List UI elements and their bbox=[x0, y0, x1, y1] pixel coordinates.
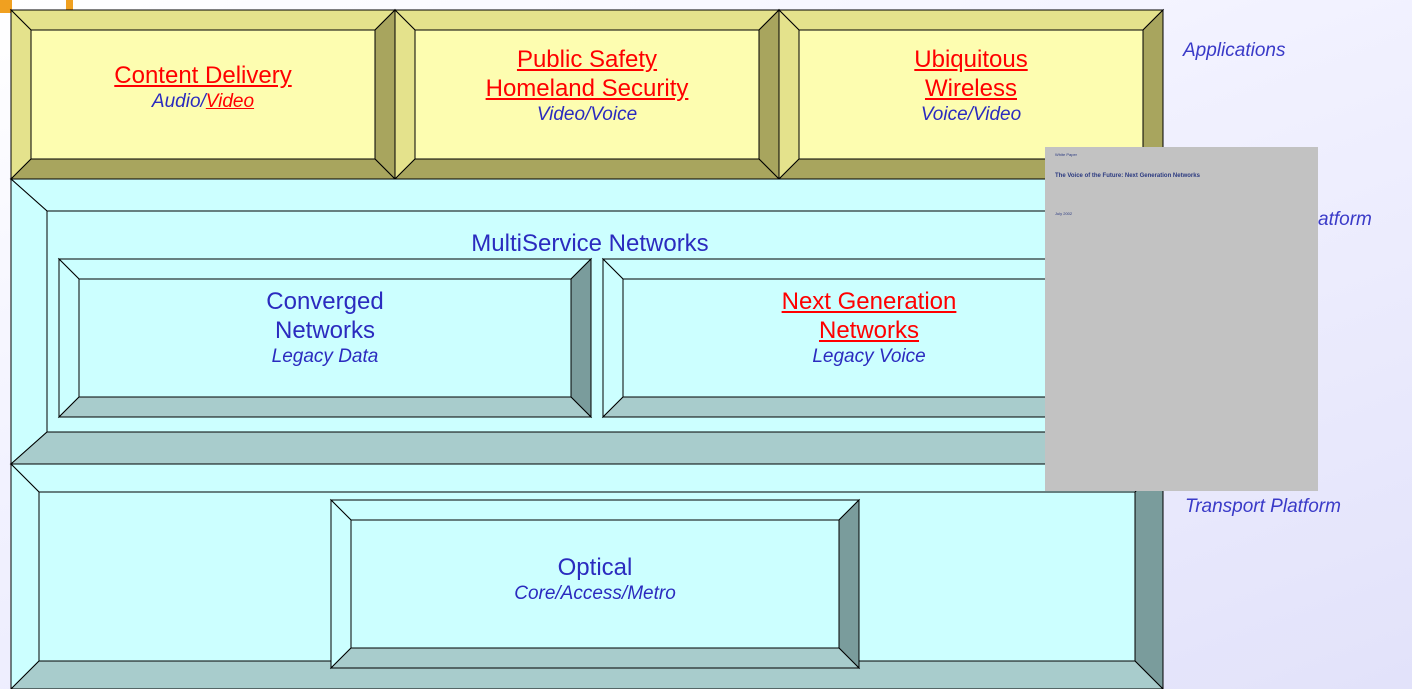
ubiquitous-link-line1[interactable]: Ubiquitous bbox=[914, 46, 1028, 73]
nextgen-link-line2[interactable]: Networks bbox=[818, 316, 920, 344]
converged-sub: Legacy Data bbox=[271, 345, 379, 367]
optical-sub: Core/Access/Metro bbox=[514, 582, 676, 604]
white-paper-thumbnail[interactable]: White Paper The Voice of the Future: Nex… bbox=[1045, 147, 1318, 491]
side-label-applications: Applications bbox=[1183, 40, 1286, 61]
app-box-ubiquitous-wireless[interactable] bbox=[777, 8, 1165, 181]
app-box-public-safety[interactable] bbox=[393, 8, 781, 181]
converged-label: Converged Networks Legacy Data bbox=[79, 288, 571, 368]
public-safety-label: Public Safety Homeland Security Video/Vo… bbox=[415, 46, 759, 126]
content-delivery-sub: Audio/Video bbox=[151, 90, 255, 112]
side-label-transport: Transport Platform bbox=[1185, 496, 1341, 517]
content-delivery-link[interactable]: Content Delivery bbox=[114, 62, 292, 89]
optical-label: Optical Core/Access/Metro bbox=[351, 554, 839, 606]
optical-title: Optical bbox=[557, 554, 633, 581]
video-link[interactable]: Video bbox=[205, 90, 255, 112]
converged-networks-box[interactable] bbox=[57, 257, 593, 419]
nextgen-sub: Legacy Voice bbox=[812, 345, 926, 367]
converged-line2: Networks bbox=[274, 316, 376, 344]
public-safety-link-line1[interactable]: Public Safety bbox=[516, 46, 658, 73]
multiservice-title: MultiService Networks bbox=[471, 230, 709, 257]
white-paper-kicker: White Paper bbox=[1055, 152, 1078, 157]
ubiquitous-link-line2[interactable]: Wireless bbox=[924, 74, 1017, 102]
ubiquitous-wireless-label: Ubiquitous Wireless Voice/Video bbox=[799, 46, 1143, 126]
orange-corner-accent bbox=[0, 0, 12, 13]
public-safety-link-line2[interactable]: Homeland Security bbox=[485, 74, 689, 102]
side-label-platform: atform bbox=[1318, 209, 1372, 230]
converged-line1: Converged bbox=[266, 288, 384, 315]
public-safety-sub: Video/Voice bbox=[536, 103, 638, 125]
optical-box[interactable] bbox=[329, 498, 861, 670]
nextgen-link-line1[interactable]: Next Generation bbox=[781, 288, 957, 315]
ubiquitous-sub: Voice/Video bbox=[920, 103, 1022, 125]
white-paper-date: July 2002 bbox=[1055, 211, 1073, 216]
app-box-content-delivery[interactable] bbox=[9, 8, 397, 181]
content-delivery-label: Content Delivery Audio/Video bbox=[31, 62, 375, 114]
nextgen-label: Next Generation Networks Legacy Voice bbox=[623, 288, 1115, 368]
white-paper-title: The Voice of the Future: Next Generation… bbox=[1055, 173, 1200, 179]
